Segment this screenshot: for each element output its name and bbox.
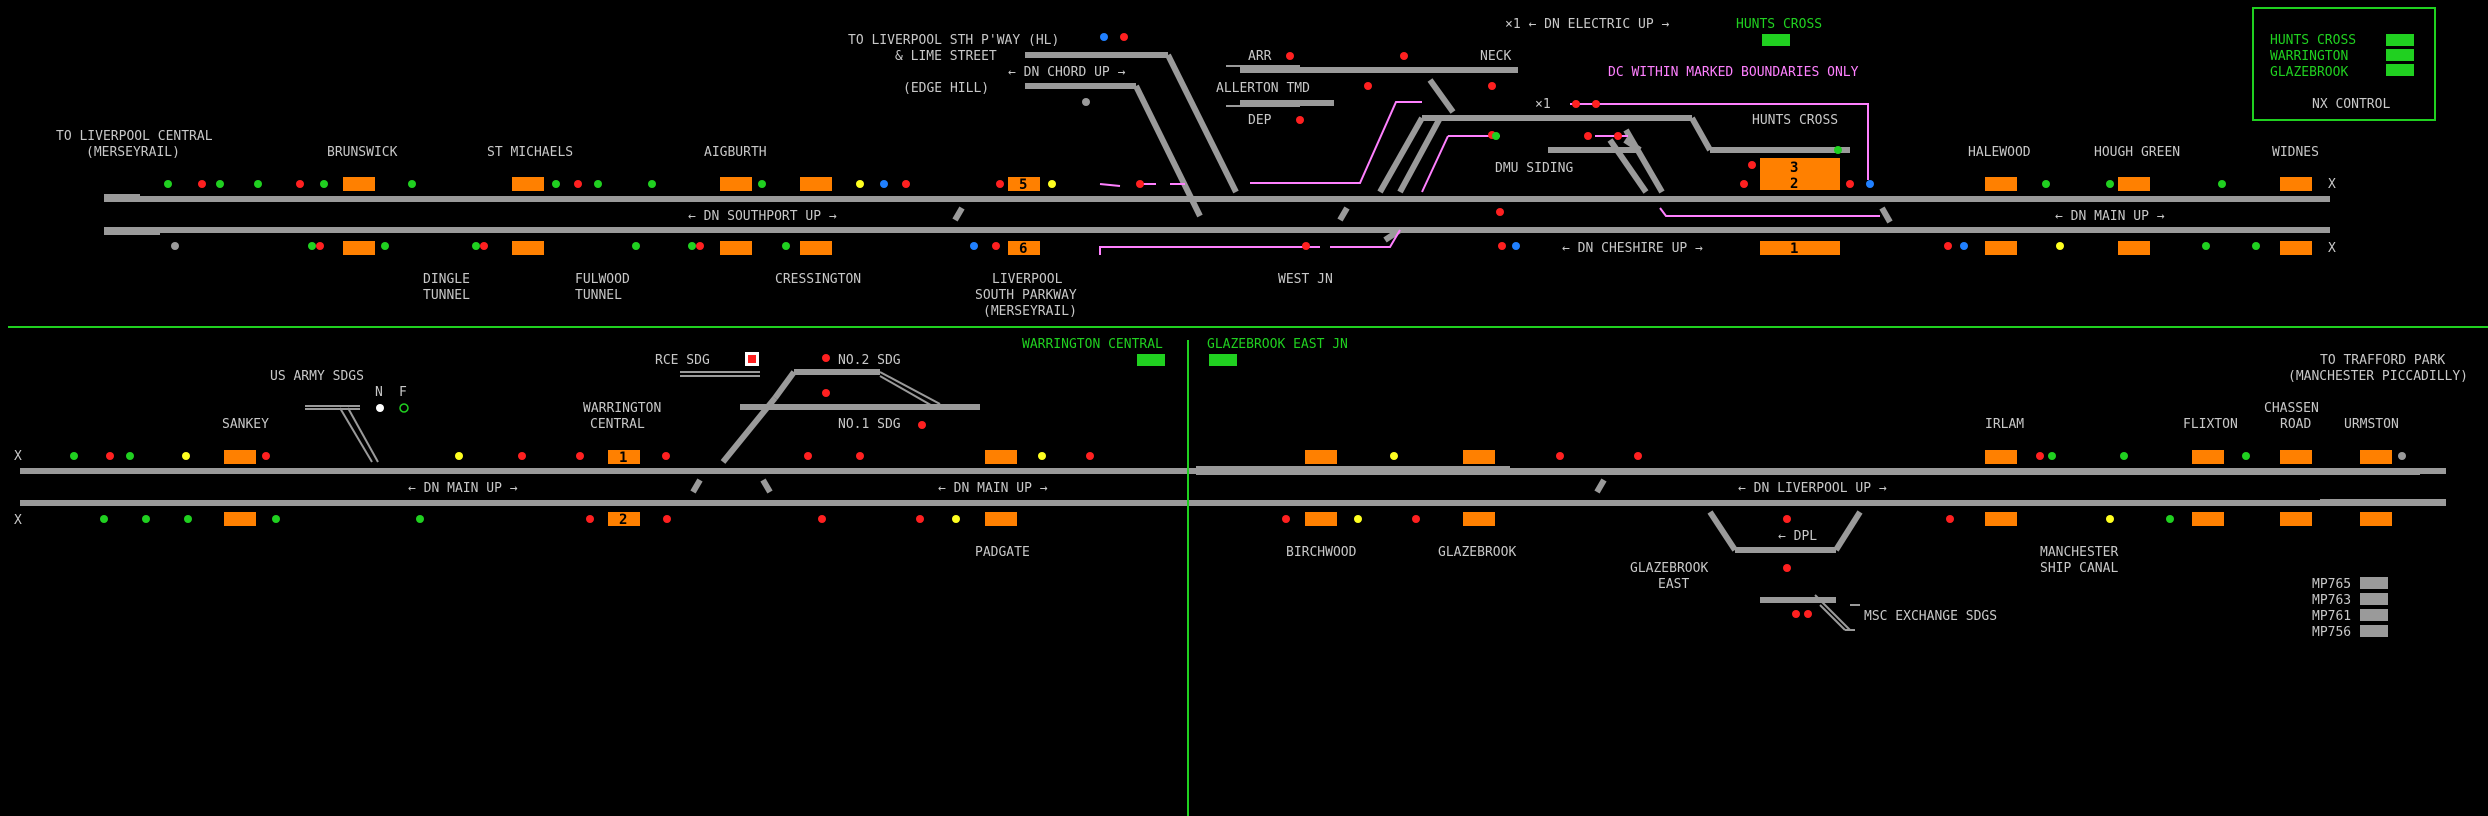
label-hunts-cross-green: HUNTS CROSS [1736, 17, 1822, 32]
berth-1-upper: 1 [1790, 241, 1798, 257]
label-dn-main-up-2: ← DN MAIN UP → [938, 481, 1048, 496]
label-arr: ARR [1248, 49, 1272, 64]
upper-track-circuits [343, 158, 2312, 255]
label-brunswick: BRUNSWICK [327, 145, 398, 160]
label-edge-hill: (EDGE HILL) [903, 81, 989, 96]
berth-2-lower: 2 [619, 512, 627, 528]
label-lsp1: LIVERPOOL [992, 272, 1063, 287]
label-x-left-bot: X [14, 513, 22, 528]
milepost-765: MP765 [2312, 577, 2351, 592]
label-lime-street: & LIME STREET [895, 49, 997, 64]
label-msc-exchange: MSC EXCHANGE SDGS [1864, 609, 1997, 624]
label-rce-sdg: RCE SDG [655, 353, 710, 368]
berth-6: 6 [1019, 241, 1027, 257]
label-dc-boundary: DC WITHIN MARKED BOUNDARIES ONLY [1608, 65, 1859, 80]
label-lsp2: SOUTH PARKWAY [975, 288, 1077, 303]
label-hunts-cross: HUNTS CROSS [1752, 113, 1838, 128]
berth-2: 2 [1790, 176, 1798, 192]
label-urmston: URMSTON [2344, 417, 2399, 432]
label-dn-liverpool-up: ← DN LIVERPOOL UP → [1738, 481, 1887, 496]
label-flixton: FLIXTON [2183, 417, 2238, 432]
label-dn-electric-up: ×1 ← DN ELECTRIC UP → [1505, 17, 1670, 32]
label-glazebrook: GLAZEBROOK [1438, 545, 1516, 560]
berth-3: 3 [1790, 160, 1798, 176]
nx-control-panel [2252, 7, 2436, 121]
nx-row-glazebrook: GLAZEBROOK [2270, 65, 2348, 80]
label-glazebrook-east1: GLAZEBROOK [1630, 561, 1708, 576]
label-dmu-siding: DMU SIDING [1495, 161, 1573, 176]
nx-row-hunts-cross: HUNTS CROSS [2270, 33, 2356, 48]
milepost-761: MP761 [2312, 609, 2351, 624]
label-tunnel2: TUNNEL [575, 288, 622, 303]
label-to-liverpool-sth: TO LIVERPOOL STH P'WAY (HL) [848, 33, 1059, 48]
label-irlam: IRLAM [1985, 417, 2024, 432]
label-hough-green: HOUGH GREEN [2094, 145, 2180, 160]
label-manchester: MANCHESTER [2040, 545, 2118, 560]
label-dn-main-up-upper: ← DN MAIN UP → [2055, 209, 2165, 224]
label-ship-canal: SHIP CANAL [2040, 561, 2118, 576]
label-warrington: WARRINGTON [583, 401, 661, 416]
label-dep: DEP [1248, 113, 1272, 128]
milepost-756: MP756 [2312, 625, 2351, 640]
label-us-army-sdgs: US ARMY SDGS [270, 369, 364, 384]
lower-track-circuits [224, 450, 2392, 526]
label-padgate: PADGATE [975, 545, 1030, 560]
label-dn-southport-up: ← DN SOUTHPORT UP → [688, 209, 837, 224]
label-merseyrail: (MERSEYRAIL) [86, 145, 180, 160]
label-central: CENTRAL [590, 417, 645, 432]
label-n: N [375, 385, 383, 400]
berth-5: 5 [1019, 177, 1027, 193]
label-widnes: WIDNES [2272, 145, 2319, 160]
label-dn-cheshire-up: ← DN CHESHIRE UP → [1562, 241, 1703, 256]
nx-row-warrington: WARRINGTON [2270, 49, 2348, 64]
label-neck: NECK [1480, 49, 1511, 64]
label-halewood: HALEWOOD [1968, 145, 2031, 160]
label-x-right-bot: X [2328, 241, 2336, 256]
label-dpl: ← DPL [1778, 529, 1817, 544]
label-chassen: CHASSEN [2264, 401, 2319, 416]
label-to-trafford-park: TO TRAFFORD PARK [2320, 353, 2445, 368]
label-glazebrook-east-jn-green: GLAZEBROOK EAST JN [1207, 337, 1348, 352]
label-fulwood: FULWOOD [575, 272, 630, 287]
label-allerton-tmd: ALLERTON TMD [1216, 81, 1310, 96]
signal-aspects [70, 33, 2406, 618]
lower-tracks [20, 369, 2446, 631]
upper-tracks [104, 52, 2330, 255]
label-cressington: CRESSINGTON [775, 272, 861, 287]
label-warrington-central-green: WARRINGTON CENTRAL [1022, 337, 1163, 352]
label-glazebrook-east2: EAST [1658, 577, 1689, 592]
label-to-liverpool-central: TO LIVERPOOL CENTRAL [56, 129, 213, 144]
label-birchwood: BIRCHWOOD [1286, 545, 1357, 560]
label-road: ROAD [2280, 417, 2311, 432]
label-manchester-piccadilly: (MANCHESTER PICCADILLY) [2288, 369, 2468, 384]
label-west-jn: WEST JN [1278, 272, 1333, 287]
label-aigburth: AIGBURTH [704, 145, 767, 160]
milepost-763: MP763 [2312, 593, 2351, 608]
nx-control-labels: HUNTS CROSS WARRINGTON GLAZEBROOK NX CON… [2270, 33, 2390, 112]
label-f: F [399, 385, 407, 400]
nx-indicators [1137, 34, 2414, 366]
label-tunnel1: TUNNEL [423, 288, 470, 303]
upper-labels: TO LIVERPOOL CENTRAL (MERSEYRAIL) BRUNSW… [56, 17, 2336, 319]
lower-labels: WARRINGTON CENTRAL GLAZEBROOK EAST JN US… [14, 337, 2468, 640]
label-no1-sdg: NO.1 SDG [838, 417, 901, 432]
label-no2-sdg: NO.2 SDG [838, 353, 901, 368]
label-dn-chord-up: ← DN CHORD UP → [1008, 65, 1126, 80]
label-dingle: DINGLE [423, 272, 470, 287]
label-lsp3: (MERSEYRAIL) [983, 304, 1077, 319]
nx-control-title: NX CONTROL [2312, 97, 2390, 112]
milepost-indicators [2360, 577, 2388, 637]
label-x1: ×1 [1535, 97, 1551, 112]
label-sankey: SANKEY [222, 417, 269, 432]
label-st-michaels: ST MICHAELS [487, 145, 573, 160]
label-dn-main-up-1: ← DN MAIN UP → [408, 481, 518, 496]
berth-1-lower: 1 [619, 450, 627, 466]
label-x-left-top: X [14, 449, 22, 464]
label-x-right-top: X [2328, 177, 2336, 192]
